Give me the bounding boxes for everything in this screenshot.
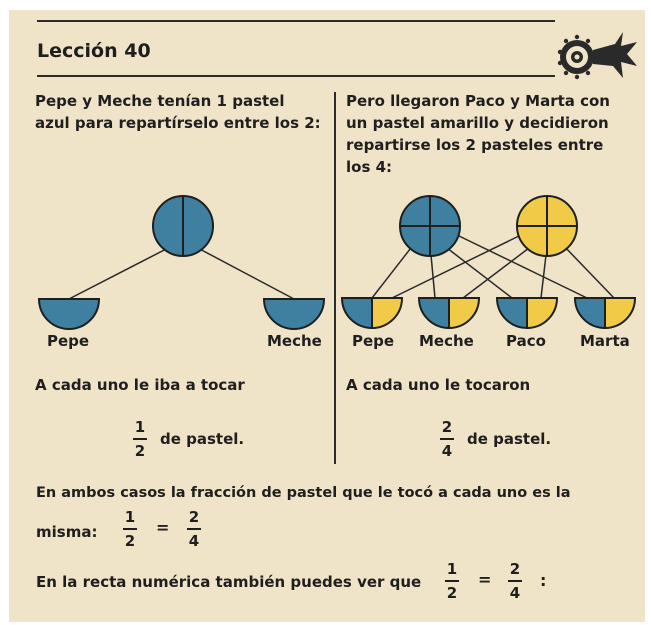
blue-cake-whole xyxy=(152,195,214,257)
name-marta: Marta xyxy=(580,332,630,350)
right-intro-line-2: un pastel amarillo y decidieron xyxy=(346,114,609,132)
name-meche-left: Meche xyxy=(267,332,322,350)
connector-line xyxy=(462,247,530,299)
fraction-numerator: 2 xyxy=(509,560,521,578)
eq1-right-fraction: 2 4 xyxy=(187,508,201,550)
eq2-left-fraction: 1 2 xyxy=(445,560,459,602)
pepe-two-quarters xyxy=(340,297,404,330)
fraction-numerator: 2 xyxy=(441,418,453,436)
fraction-numerator: 1 xyxy=(134,418,146,436)
eq1-left-fraction: 1 2 xyxy=(123,508,137,550)
mexican-glyph-bird-icon xyxy=(557,32,637,80)
connector-line xyxy=(540,254,547,299)
cake-sharing-diagram xyxy=(37,195,637,330)
yellow-cake-quartered xyxy=(516,195,578,257)
fraction-bar xyxy=(440,438,454,440)
connector-line xyxy=(561,243,615,299)
marta-two-quarters xyxy=(573,297,637,330)
fraction-bar xyxy=(445,580,459,582)
name-meche-right: Meche xyxy=(419,332,474,350)
fraction-denominator: 4 xyxy=(188,532,200,550)
paco-two-quarters xyxy=(495,297,559,330)
left-intro-line-2: azul para repartírselo entre los 2: xyxy=(35,114,321,132)
fraction-bar xyxy=(123,528,137,530)
connector-line xyxy=(430,254,436,299)
name-paco: Paco xyxy=(506,332,546,350)
fraction-numerator: 1 xyxy=(124,508,136,526)
connector-line xyxy=(68,245,173,300)
name-pepe-left: Pepe xyxy=(47,332,90,350)
meche-half-cake xyxy=(262,298,326,330)
pepe-half-cake xyxy=(37,298,101,330)
connector-line xyxy=(456,234,588,299)
fraction-denominator: 4 xyxy=(441,442,453,460)
connector-line xyxy=(446,247,513,299)
eq1-equals-sign: = xyxy=(156,518,170,537)
fraction-numerator: 1 xyxy=(446,560,458,578)
left-result-text: A cada uno le iba a tocar xyxy=(35,376,245,394)
header-rule xyxy=(37,75,555,77)
left-intro-line-1: Pepe y Meche tenían 1 pastel xyxy=(35,92,285,110)
connector-line xyxy=(371,243,415,299)
fraction-bar xyxy=(508,580,522,582)
lesson-title: Lección 40 xyxy=(37,40,151,62)
fraction-numerator: 2 xyxy=(188,508,200,526)
lesson-page: Lección 40 Pepe y Meche tenían 1 pastel … xyxy=(9,10,645,622)
eq2-right-fraction: 2 4 xyxy=(508,560,522,602)
name-pepe-right: Pepe xyxy=(352,332,395,350)
right-intro-line-1: Pero llegaron Paco y Marta con xyxy=(346,92,610,110)
right-intro-line-4: los 4: xyxy=(346,158,393,176)
connector-line xyxy=(193,245,295,300)
fraction-denominator: 4 xyxy=(509,584,521,602)
connector-line xyxy=(391,234,522,299)
right-fraction: 2 4 xyxy=(440,418,454,460)
eq2-equals-sign: = xyxy=(478,570,492,589)
bottom-line-3: En la recta numérica también puedes ver … xyxy=(36,573,422,591)
fraction-bar xyxy=(133,438,147,440)
eq2-trailing-colon: : xyxy=(540,571,547,590)
right-intro-line-3: repartirse los 2 pasteles entre xyxy=(346,136,604,154)
fraction-denominator: 2 xyxy=(446,584,458,602)
fraction-denominator: 2 xyxy=(124,532,136,550)
bottom-line-2: misma: xyxy=(36,523,98,541)
meche-two-quarters xyxy=(417,297,481,330)
left-fraction-suffix: de pastel. xyxy=(160,430,245,448)
bottom-line-1: En ambos casos la fracción de pastel que… xyxy=(36,485,571,501)
top-rule xyxy=(37,20,555,22)
fraction-bar xyxy=(187,528,201,530)
fraction-denominator: 2 xyxy=(134,442,146,460)
right-fraction-suffix: de pastel. xyxy=(467,430,552,448)
right-result-text: A cada uno le tocaron xyxy=(346,376,531,394)
column-divider xyxy=(334,92,336,464)
blue-cake-quartered xyxy=(399,195,461,257)
left-fraction: 1 2 xyxy=(133,418,147,460)
